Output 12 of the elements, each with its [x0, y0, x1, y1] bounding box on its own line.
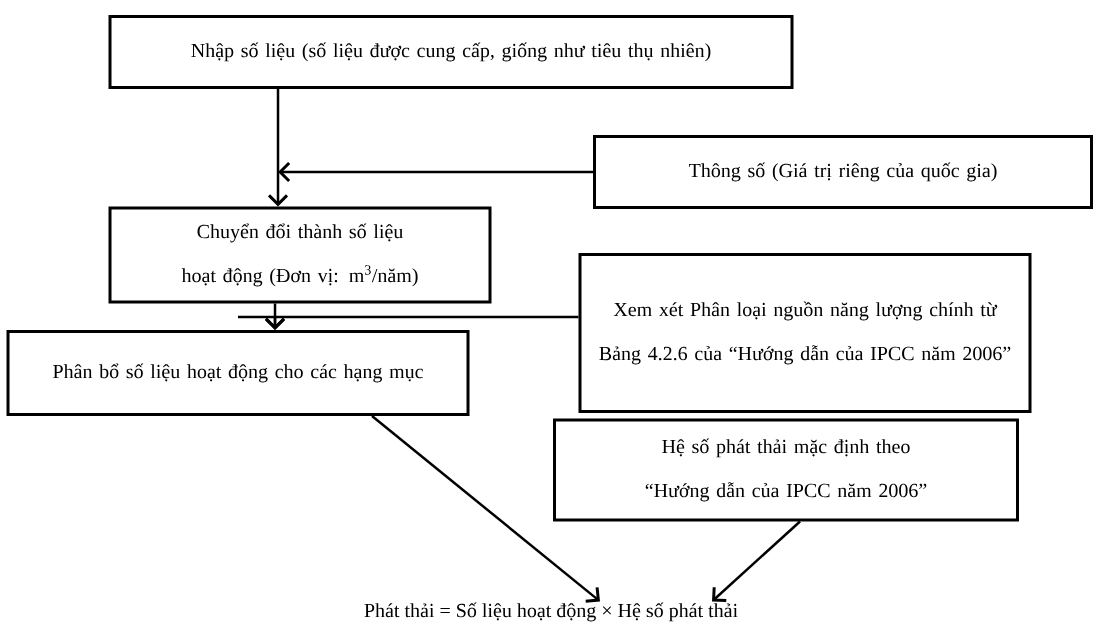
- arrow: [712, 520, 801, 603]
- arrow: [371, 415, 600, 603]
- formula-text: Phát thải = Số liệu hoạt động × Hệ số phát thải: [364, 602, 738, 622]
- process-box: Xem xét Phân loại nguồn năng lượng chính từ Bảng 4.2.6 của “Hướng dẫn của IPCC năm 2006”: [578, 253, 1032, 413]
- arrow: [267, 89, 289, 207]
- process-box: Phân bổ số liệu hoạt động cho các hạng mục: [6, 330, 470, 416]
- process-box: Hệ số phát thải mặc định theo “Hướng dẫn của IPCC năm 2006”: [553, 418, 1019, 522]
- arrow: [236, 315, 579, 330]
- process-box: Chuyển đổi thành số liệu hoạt động (Đơn vị: m$^{3}$/năm): [108, 206, 492, 304]
- arrow: [278, 161, 593, 183]
- process-box: Thông số (Giá trị riêng của quốc gia): [593, 135, 1093, 209]
- process-box: Nhập số liệu (số liệu được cung cấp, giống như tiêu thụ nhiên): [108, 15, 794, 89]
